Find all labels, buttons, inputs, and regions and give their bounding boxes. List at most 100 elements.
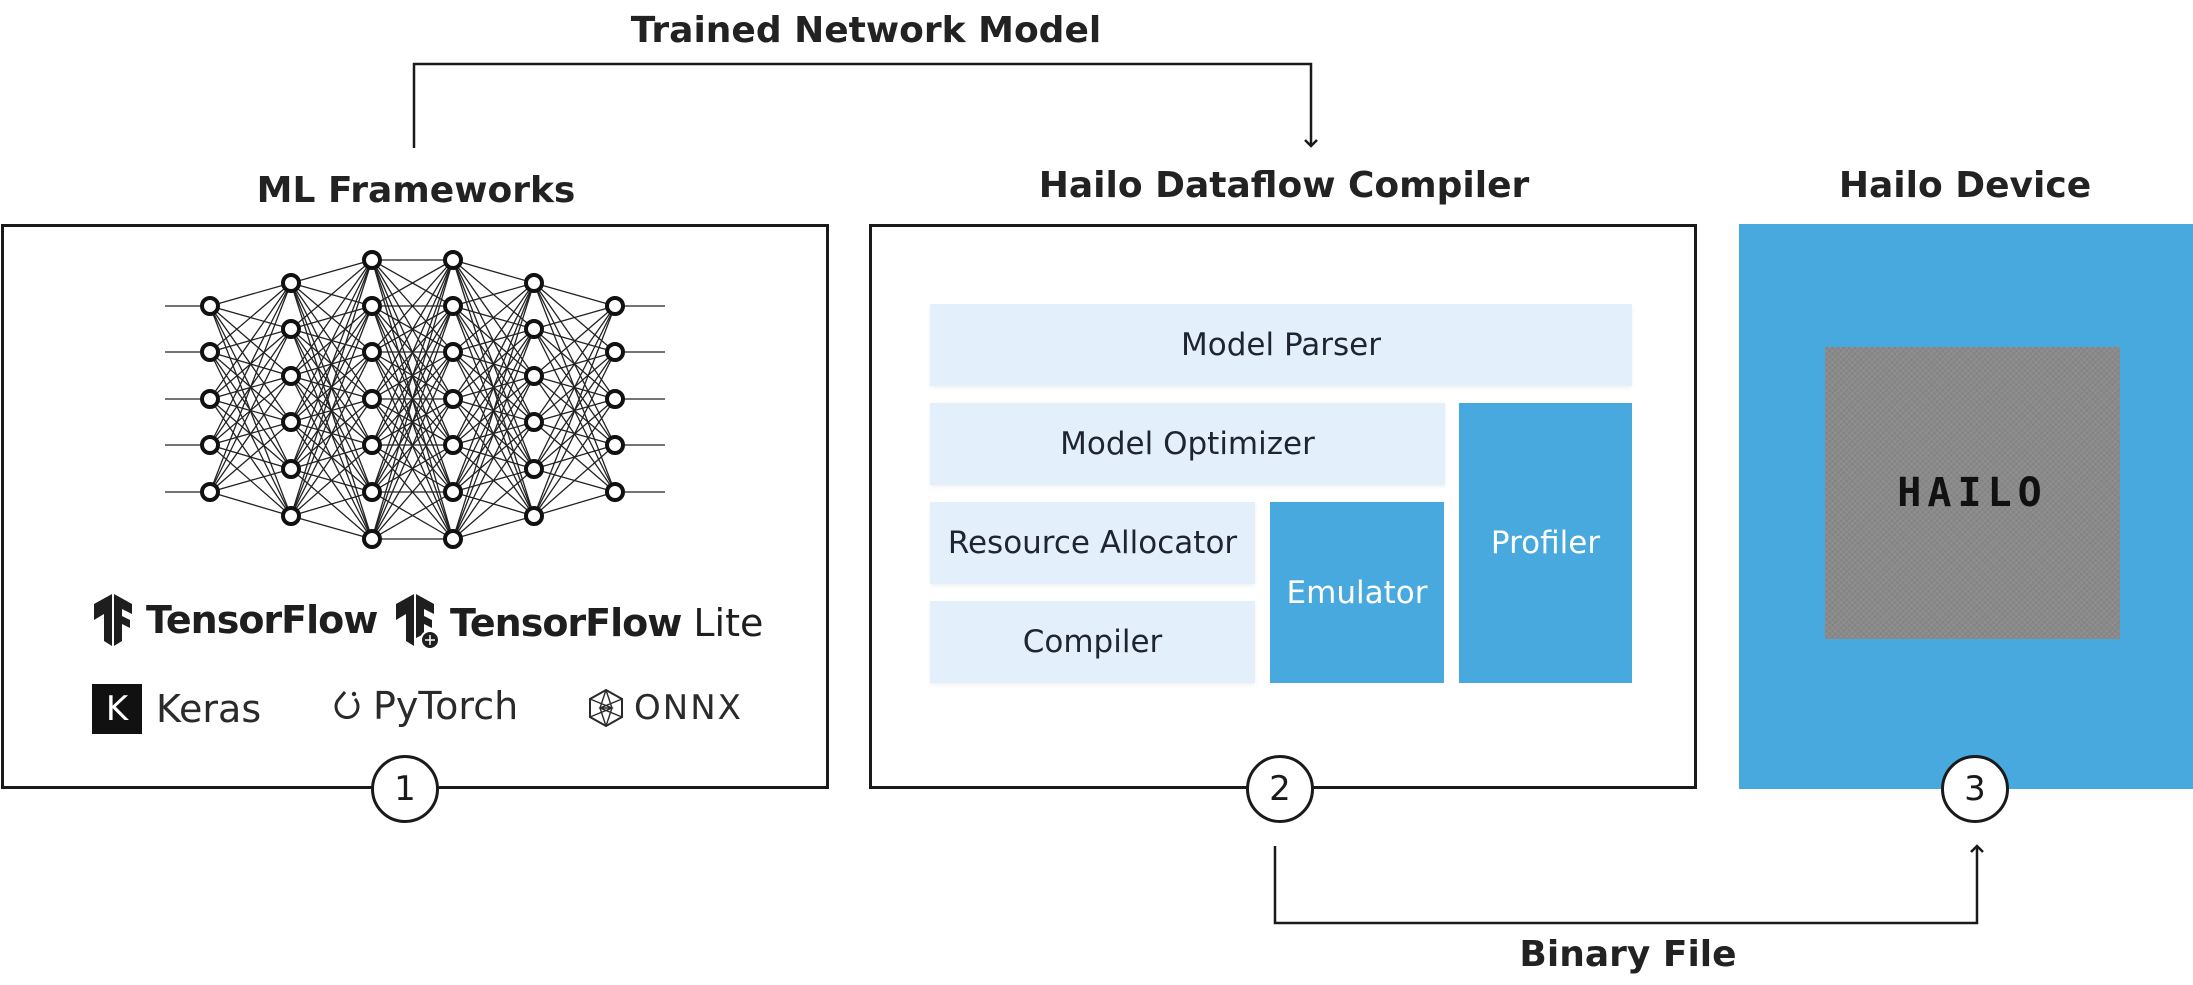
network-node	[362, 296, 382, 316]
neural-network-icon	[165, 250, 665, 549]
ml-frameworks-title: ML Frameworks	[256, 170, 576, 211]
network-edge	[533, 282, 616, 307]
hailo-dataflow-compiler-title: Hailo Dataflow Compiler	[1038, 165, 1530, 206]
tensorflow-lite-logo-icon	[396, 594, 440, 650]
network-edge	[371, 491, 454, 540]
network-node	[362, 342, 382, 362]
model-optimizer-module: Model Optimizer	[930, 403, 1445, 485]
network-edge	[209, 282, 292, 446]
ml-frameworks-panel	[1, 224, 829, 789]
network-edge	[452, 282, 535, 307]
compiler-module: Compiler	[930, 601, 1255, 683]
network-edge	[452, 375, 535, 540]
network-edge	[290, 259, 373, 517]
network-edge	[290, 305, 373, 517]
network-node	[524, 319, 544, 339]
network-edge	[371, 398, 454, 540]
profiler-module: Profiler	[1459, 403, 1632, 683]
keras-letter-icon: K	[92, 684, 142, 734]
network-edge	[371, 259, 454, 353]
network-node	[605, 296, 625, 316]
network-node	[443, 296, 463, 316]
trained-network-model-label: Trained Network Model	[630, 10, 1102, 51]
network-node	[524, 459, 544, 479]
network-node	[605, 342, 625, 362]
network-edge	[452, 468, 535, 540]
network-edge	[371, 259, 454, 446]
network-edge	[290, 351, 373, 517]
network-node	[362, 250, 382, 270]
network-node	[362, 389, 382, 409]
network-edge	[452, 328, 535, 540]
network-node	[281, 506, 301, 526]
network-node	[281, 319, 301, 339]
network-edge	[452, 421, 535, 540]
network-edge	[209, 375, 292, 493]
pytorch-logo: PyTorch	[333, 684, 518, 728]
network-edge	[371, 351, 454, 540]
network-edge	[371, 259, 454, 493]
network-node	[443, 435, 463, 455]
network-node	[281, 366, 301, 386]
network-edge	[209, 282, 292, 353]
network-edge	[452, 282, 535, 493]
network-edge	[290, 444, 373, 517]
network-edge	[209, 328, 292, 493]
network-edge	[533, 305, 616, 423]
network-edge	[452, 259, 535, 284]
onnx-logo: ONNX	[586, 688, 743, 728]
network-edge	[290, 259, 373, 470]
emulator-module: Emulator	[1270, 502, 1444, 683]
onnx-label: ONNX	[634, 688, 743, 728]
step-3-badge: 3	[1941, 755, 2009, 823]
network-edge	[533, 305, 616, 470]
network-node	[605, 389, 625, 409]
network-edge	[452, 282, 535, 400]
hailo-chip: HAILO	[1825, 347, 2120, 639]
network-edge	[290, 259, 373, 284]
network-node	[200, 342, 220, 362]
network-node	[605, 482, 625, 502]
network-node	[443, 250, 463, 270]
resource-allocator-module: Resource Allocator	[930, 502, 1255, 584]
network-node	[443, 389, 463, 409]
network-node	[200, 435, 220, 455]
step-1-badge: 1	[371, 755, 439, 823]
network-edge	[452, 282, 535, 446]
tensorflow-logo-icon	[94, 594, 132, 646]
binary-file-label: Binary File	[1519, 934, 1737, 975]
tensorflow-lite-suffix: Lite	[693, 601, 764, 645]
pytorch-logo-icon	[334, 691, 360, 719]
network-node	[362, 435, 382, 455]
network-node	[281, 273, 301, 293]
network-edge	[452, 282, 535, 353]
hailo-chip-logo: HAILO	[1897, 470, 2048, 516]
network-node	[200, 296, 220, 316]
step-2-badge: 2	[1246, 755, 1314, 823]
network-edge	[290, 259, 373, 423]
network-node	[281, 412, 301, 432]
network-edge	[452, 515, 535, 540]
network-node	[200, 389, 220, 409]
pytorch-label: PyTorch	[373, 684, 519, 728]
network-node	[443, 342, 463, 362]
network-edge	[533, 305, 616, 330]
network-node	[443, 482, 463, 502]
network-node	[605, 435, 625, 455]
network-edge	[290, 491, 373, 517]
model-parser-module: Model Parser	[930, 304, 1632, 386]
network-edge	[209, 282, 292, 400]
network-node	[362, 482, 382, 502]
network-node	[524, 506, 544, 526]
network-edge	[371, 444, 454, 540]
network-edge	[209, 468, 292, 493]
keras-label: Keras	[156, 687, 262, 731]
network-edge	[452, 282, 535, 540]
tensorflow-label: TensorFlow	[146, 598, 378, 642]
network-edge	[533, 491, 616, 517]
network-edge	[371, 259, 454, 307]
network-edge	[290, 259, 373, 330]
network-edge	[371, 259, 454, 400]
tensorflow-lite-label: TensorFlow	[450, 601, 682, 645]
